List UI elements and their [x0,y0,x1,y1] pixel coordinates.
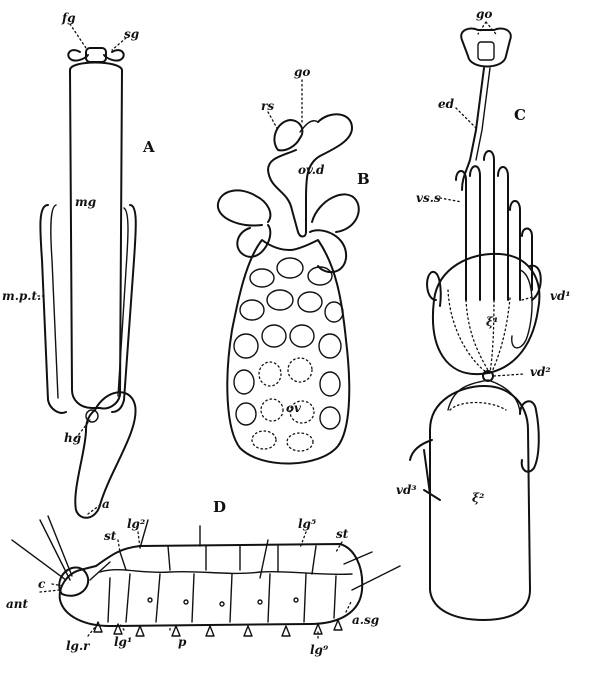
antenna-3 [11,539,67,581]
vas-deferens-4 [491,297,511,373]
receptaculum-seminis [273,119,304,152]
label-ov: ov [286,401,301,415]
label-lgr: lg.r [66,639,90,653]
mid-gut [69,61,123,410]
label-rs: rs [261,99,275,113]
malpighian-tubule-left-inner [50,204,59,399]
label-lg2: lg² [127,517,146,531]
figure-a-gut [37,23,137,519]
malpighian-tubule-right [111,204,137,413]
vas-deferens-junction [482,370,494,382]
gonopore-tip [299,120,319,133]
malpighian-tubule-right-inner [117,207,129,397]
ovary-lobe-right-2 [309,229,348,274]
ovary-lobe-left-2 [236,224,272,258]
vas-deferens-loop-right [529,264,542,301]
vd3-pointer [423,489,441,501]
label-go-c: go [476,7,493,21]
salivary-gland-left [67,49,89,62]
salivary-gland-right [103,49,125,62]
antenna-2 [47,515,73,577]
label-c: c [38,577,46,591]
hind-gut-valve [85,409,99,423]
label-st-right: st [336,527,349,541]
figure-d-larva [11,515,401,639]
seminal-vesicle-tube-6 [521,227,533,291]
panel-label-c: C [514,106,526,124]
seminal-vesicle-tube-5 [509,200,521,301]
accessory-duct-left [409,439,433,495]
coiled-duct-right [519,400,540,473]
label-sg: sg [124,27,140,41]
ovary-lobe-right [311,193,360,233]
larva-body [58,543,364,627]
label-lg9: lg⁹ [310,643,329,657]
hind-gut [74,391,137,519]
connecting-ducts [447,379,521,413]
oviduct [267,113,353,238]
label-ed: ed [438,97,455,111]
label-t2: ξ² [472,491,485,505]
vas-deferens-3 [489,295,495,373]
ejaculatory-duct [461,67,485,191]
tergite-line [99,569,353,576]
label-go-b: go [294,65,311,79]
label-lg1: lg¹ [114,635,133,649]
larva-head [58,566,90,597]
genital-armature-core [477,41,495,61]
panel-label-d: D [213,498,227,516]
vas-deferens-2 [465,299,491,375]
figure-c-male-organs [409,21,542,621]
seminal-vesicle-tube-1 [455,170,467,301]
malpighian-tubule-left [39,204,67,414]
larva-legs [93,619,343,637]
label-hg: hg [64,431,82,445]
panel-label-b: B [357,170,370,188]
label-lg5: lg⁵ [298,517,317,531]
label-vd1: vd¹ [550,289,571,303]
label-t1: ξ¹ [486,315,499,329]
seminal-vesicle-tube-4 [497,166,509,301]
antenna-1 [39,519,71,581]
panel-label-a: A [143,138,155,156]
seminal-vesicle-tube-3 [483,150,495,301]
testis-2 [429,385,531,621]
ovary-body [226,239,351,465]
figure-b-ovary [216,79,360,465]
label-mpt: m.p.t. [2,289,42,303]
label-vd2: vd² [530,365,551,379]
ejaculatory-duct-inner [475,67,491,161]
testis-1 [431,252,541,376]
label-p: p [178,635,187,649]
label-fg: fg [62,11,76,25]
seminal-vesicle-tube-2 [469,165,481,301]
seminal-vesicle-tube-left [426,270,442,307]
ovary-lobe-left [216,189,272,227]
label-asg: a.sg [352,613,380,627]
label-ovd: ov.d [298,163,325,177]
vas-deferens-1 [447,289,487,373]
label-ant: ant [6,597,29,611]
label-vd3: vd³ [396,483,417,497]
label-mg: mg [75,195,97,209]
testis-1-lobe [511,269,533,349]
testis-2-inner [449,401,507,411]
label-a: a [102,497,110,511]
label-st-left: st [104,529,117,543]
label-vss: vs.s [416,191,441,205]
genital-armature [460,27,512,68]
